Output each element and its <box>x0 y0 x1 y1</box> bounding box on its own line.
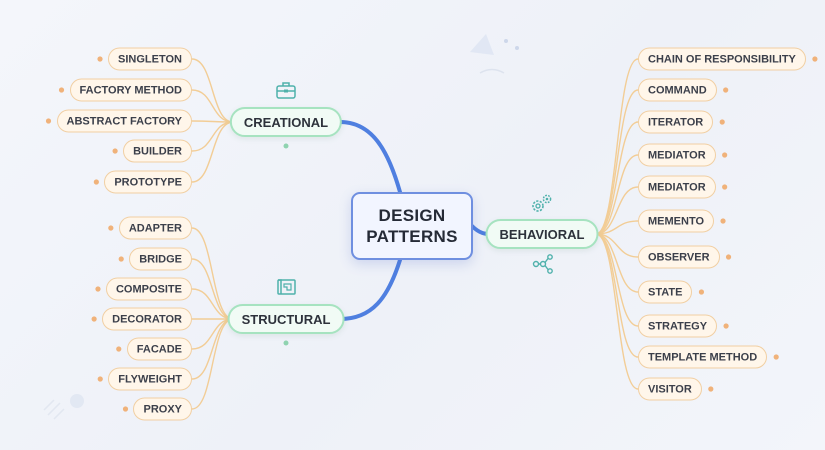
twig-composite-2 <box>191 288 234 320</box>
leaf-iterator-2[interactable]: ITERATOR <box>638 110 714 134</box>
blueprint-icon <box>277 279 296 295</box>
leaf-dot-state-7 <box>698 289 705 295</box>
leaf-factory-method-1[interactable]: FACTORY METHOD <box>69 78 192 102</box>
leaf-proxy-6[interactable]: PROXY <box>133 397 192 421</box>
branch-label-creational: CREATIONAL <box>243 114 329 130</box>
leaf-mediator-3[interactable]: MEDIATOR <box>638 143 716 167</box>
twig-mediator-4 <box>595 186 639 235</box>
leaf-mediator-4[interactable]: MEDIATOR <box>638 175 716 199</box>
twig-template-method-9 <box>595 233 639 358</box>
twig-proxy-6 <box>191 318 234 410</box>
central-topic-line-1: DESIGN <box>378 206 446 225</box>
twig-chain-of-responsibility-0 <box>595 58 639 235</box>
trunk-creational <box>338 120 402 194</box>
leaf-dot-mediator-3 <box>722 152 728 158</box>
twig-prototype-4 <box>191 121 234 183</box>
leaf-memento-5[interactable]: MEMENTO <box>638 209 715 233</box>
branch-label-structural: STRUCTURAL <box>241 311 331 327</box>
leaf-dot-adapter-0 <box>108 225 114 231</box>
background-decoration <box>43 34 519 420</box>
toolbox-icon <box>276 82 296 99</box>
branch-behavioral[interactable]: BEHAVIORAL <box>485 219 599 249</box>
leaf-dot-iterator-2 <box>719 119 725 125</box>
leaf-dot-mediator-4 <box>722 184 728 190</box>
leaf-flyweight-5[interactable]: FLYWEIGHT <box>108 367 192 391</box>
leaf-prototype-4[interactable]: PROTOTYPE <box>104 170 192 194</box>
branch-label-behavioral: BEHAVIORAL <box>499 226 585 242</box>
leaf-strategy-8[interactable]: STRATEGY <box>638 314 718 338</box>
leaf-singleton-0[interactable]: SINGLETON <box>108 47 192 71</box>
leaf-facade-4[interactable]: FACADE <box>126 337 192 361</box>
branch-dot-structural <box>283 340 289 346</box>
leaf-dot-decorator-3 <box>91 316 97 322</box>
twig-mediator-3 <box>595 154 639 235</box>
leaf-visitor-10[interactable]: VISITOR <box>638 377 702 401</box>
leaf-dot-strategy-8 <box>723 323 729 329</box>
leaf-template-method-9[interactable]: TEMPLATE METHOD <box>638 345 768 369</box>
branch-creational[interactable]: CREATIONAL <box>229 107 343 137</box>
gears-icon <box>532 194 552 212</box>
leaf-dot-facade-4 <box>116 346 122 352</box>
twig-singleton-0 <box>191 58 234 123</box>
twig-state-7 <box>595 233 639 293</box>
leaf-dot-bridge-1 <box>118 256 124 262</box>
leaf-state-7[interactable]: STATE <box>638 280 693 304</box>
trunk-structural <box>338 258 402 321</box>
twig-builder-3 <box>191 121 234 152</box>
leaf-dot-abstract-factory-2 <box>45 118 52 124</box>
leaf-composite-2[interactable]: COMPOSITE <box>105 277 192 301</box>
central-topic-line-2: PATTERNS <box>366 227 458 246</box>
twig-bridge-1 <box>191 258 234 320</box>
leaf-dot-builder-3 <box>112 148 118 154</box>
leaf-dot-template-method-9 <box>773 354 779 360</box>
leaf-chain-of-responsibility-0[interactable]: CHAIN OF RESPONSIBILITY <box>638 47 806 71</box>
leaf-dot-factory-method-1 <box>58 87 65 93</box>
leaf-command-1[interactable]: COMMAND <box>638 78 717 102</box>
leaf-decorator-3[interactable]: DECORATOR <box>102 307 192 331</box>
leaf-dot-composite-2 <box>95 286 101 292</box>
leaf-observer-6[interactable]: OBSERVER <box>638 245 720 269</box>
leaf-dot-visitor-10 <box>708 386 714 392</box>
leaf-abstract-factory-2[interactable]: ABSTRACT FACTORY <box>56 109 192 133</box>
leaf-dot-singleton-0 <box>97 56 103 62</box>
twig-flyweight-5 <box>191 318 234 380</box>
twig-memento-5 <box>595 220 639 235</box>
leaf-dot-prototype-4 <box>93 179 99 185</box>
twig-adapter-0 <box>191 227 234 320</box>
twig-factory-method-1 <box>191 89 234 123</box>
leaf-bridge-1[interactable]: BRIDGE <box>129 247 192 271</box>
connectors <box>45 56 818 412</box>
leaf-dot-chain-of-responsibility-0 <box>812 56 818 62</box>
leaf-builder-3[interactable]: BUILDER <box>123 139 192 163</box>
branch-structural[interactable]: STRUCTURAL <box>227 304 345 334</box>
leaf-dot-memento-5 <box>720 218 726 224</box>
leaf-dot-observer-6 <box>725 254 732 260</box>
twig-iterator-2 <box>595 121 639 235</box>
twig-facade-4 <box>191 318 234 350</box>
network-icon <box>532 254 553 274</box>
branch-dot-creational <box>283 143 289 149</box>
twig-visitor-10 <box>595 233 639 390</box>
central-topic[interactable]: DESIGN PATTERNS <box>351 192 473 260</box>
leaf-dot-proxy-6 <box>122 406 129 412</box>
leaf-dot-command-1 <box>723 87 729 93</box>
twig-command-1 <box>595 89 639 235</box>
leaf-adapter-0[interactable]: ADAPTER <box>118 216 192 240</box>
leaf-dot-flyweight-5 <box>97 376 103 382</box>
